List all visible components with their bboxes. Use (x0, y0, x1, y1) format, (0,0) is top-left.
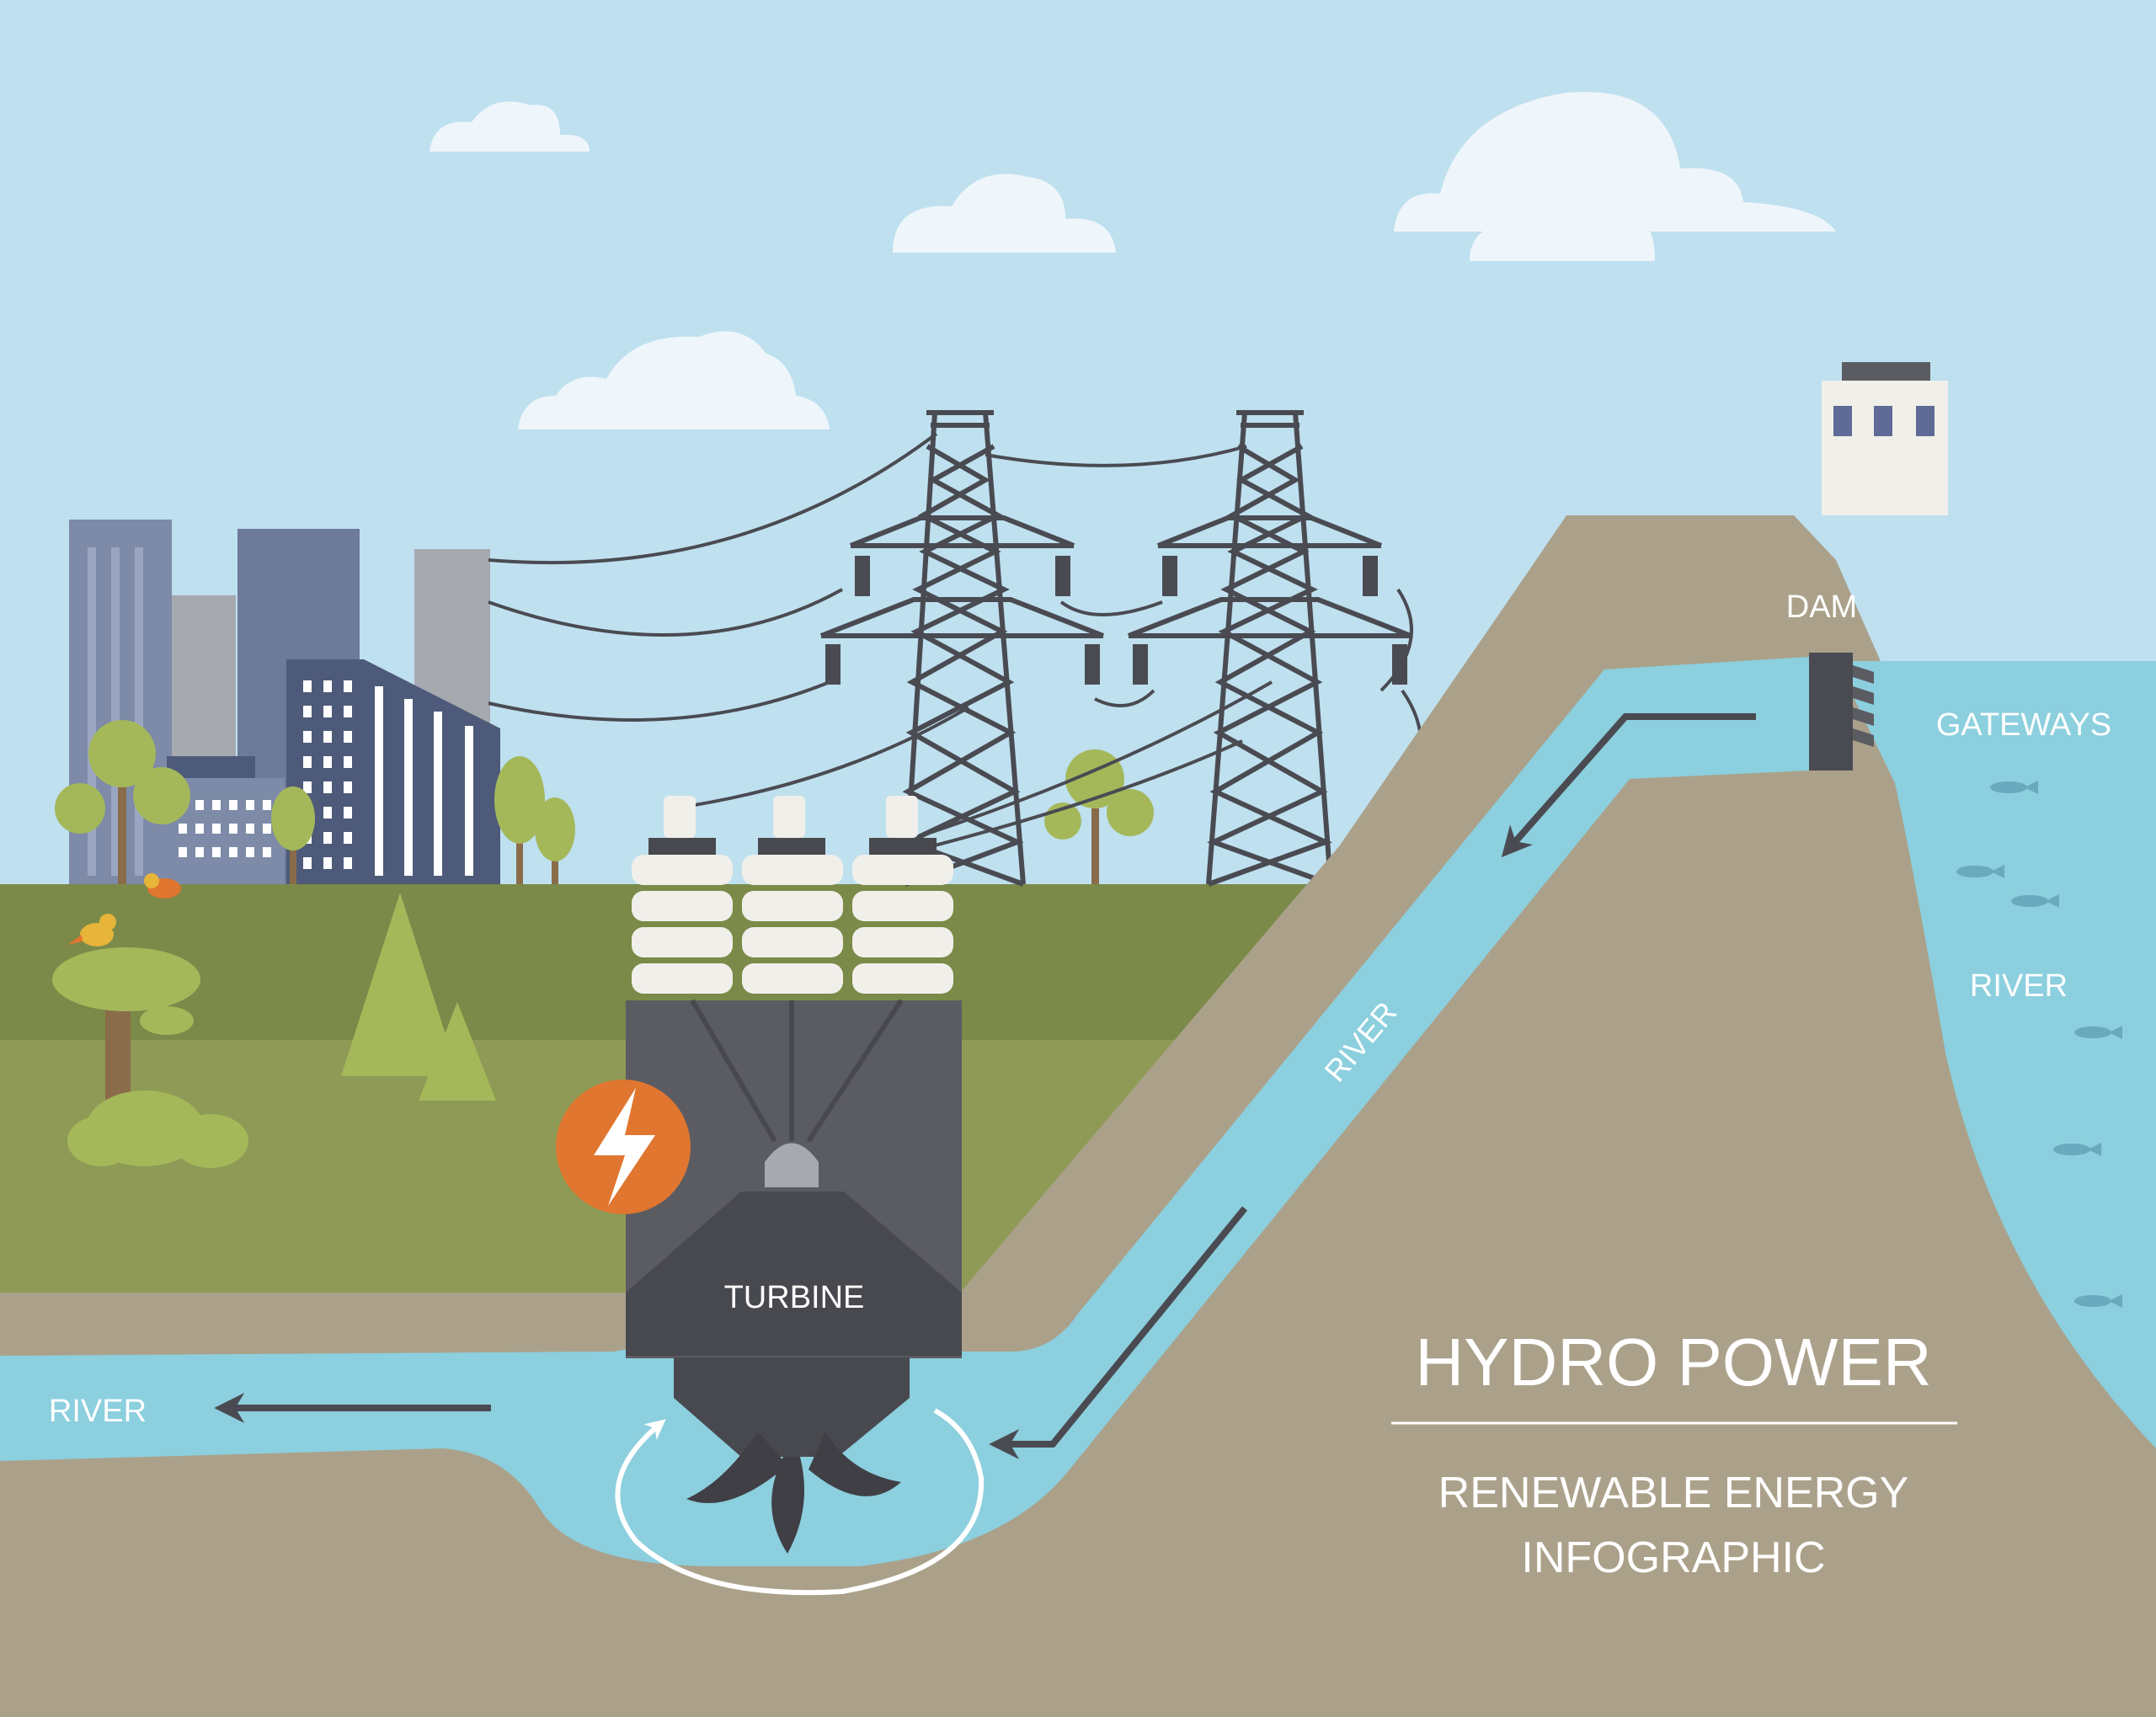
dam-control-building (1822, 381, 1948, 515)
clouds (430, 92, 1836, 429)
turbine-label: TURBINE (724, 1280, 865, 1315)
dam-building-windows (1833, 406, 1935, 436)
turbine-dome (765, 1143, 819, 1187)
flow-arrow-gateway (1501, 713, 1756, 858)
dam-building-roof (1842, 362, 1930, 381)
rotation-arrow (615, 1408, 985, 1596)
fish (1956, 781, 2122, 1308)
outflow-river-label: RIVER (49, 1394, 147, 1429)
title-heading: HYDRO POWER (1415, 1325, 1931, 1400)
transmission-tower-right (1127, 410, 1412, 887)
title-subtitle-line-2: INFOGRAPHIC (1521, 1533, 1825, 1582)
dam-gateway-block (1809, 653, 1853, 771)
lightning-bolt-icon (594, 1088, 655, 1206)
transmission-tower-left (819, 410, 1105, 887)
turbine-skirt (626, 1192, 962, 1356)
reservoir-river-label: RIVER (1970, 968, 2068, 1004)
title-subtitle-line-1: RENEWABLE ENERGY (1438, 1469, 1909, 1517)
turbine-runner-cone (674, 1357, 910, 1457)
insulator-stacks (632, 796, 953, 994)
gateway-fins (1853, 665, 1874, 747)
city-skyline (69, 520, 500, 884)
dam-label: DAM (1786, 589, 1857, 625)
trees (52, 720, 1154, 1168)
flow-arrow-penstock (989, 1206, 1248, 1459)
turbine-wires (690, 999, 904, 1143)
reservoir-water (1836, 661, 2156, 1448)
turbine-shaft-cap (741, 1192, 844, 1225)
turbine-blades (686, 1432, 901, 1554)
tower-insulators (825, 556, 1407, 685)
birds (67, 873, 181, 946)
gateways-label: GATEWAYS (1936, 707, 2111, 743)
